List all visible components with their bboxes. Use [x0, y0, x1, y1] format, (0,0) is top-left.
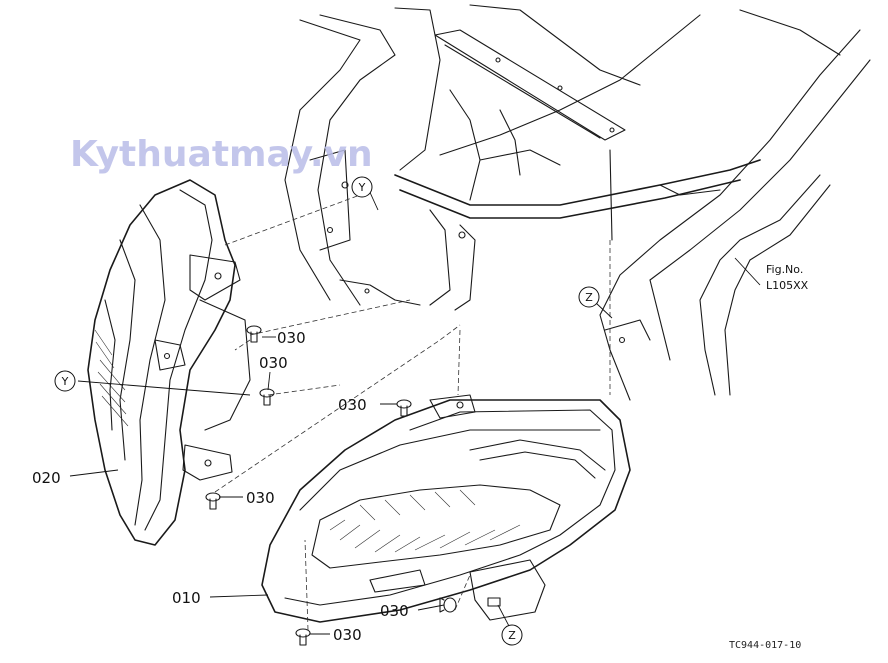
screw-030-b [259, 388, 275, 406]
screw-030-d [396, 399, 412, 417]
screw-030-c [205, 492, 221, 510]
front-frame-drawing [284, 4, 871, 401]
part-label-010: 010 [172, 589, 201, 607]
part-label-030-c: 030 [246, 489, 275, 507]
part-label-030-d: 030 [338, 396, 367, 414]
view-marker-y-top-text: Y [358, 181, 366, 194]
part-label-020: 020 [32, 469, 61, 487]
part-label-030-e: 030 [333, 626, 362, 644]
view-marker-z-bottom-text: Z [508, 629, 516, 642]
view-marker-y-left: Y [54, 370, 76, 392]
view-marker-z-bottom: Z [501, 624, 523, 646]
figure-number-value: L105XX [766, 279, 809, 292]
view-marker-z-top-text: Z [585, 291, 593, 304]
view-marker-z-top: Z [578, 286, 600, 308]
right-headlight-drawing [261, 394, 631, 623]
watermark-text: Kythuatmay.vn [70, 134, 373, 175]
assembly-dash-lines [214, 194, 611, 631]
part-label-030-a: 030 [277, 329, 306, 347]
screws-drawing [205, 325, 457, 646]
leader-lines [69, 187, 761, 635]
figure-number-label: Fig.No. [766, 263, 803, 276]
part-label-030-b: 030 [259, 354, 288, 372]
screw-030-e [295, 628, 311, 646]
view-marker-y-left-text: Y [61, 375, 69, 388]
left-headlight-drawing [87, 179, 251, 546]
drawing-code: TC944-017-10 [729, 640, 801, 651]
part-label-030-f: 030 [380, 602, 409, 620]
view-marker-y-top: Y [351, 176, 373, 198]
